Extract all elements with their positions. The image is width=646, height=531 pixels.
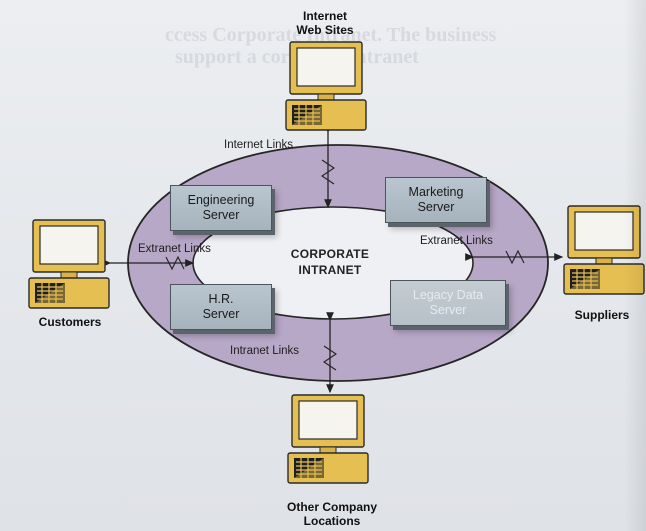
customers-computer-icon [28, 219, 110, 309]
corporate-intranet-title: CORPORATE INTRANET [268, 246, 392, 278]
page-edge-shadow [624, 0, 646, 531]
intranet-links-label: Intranet Links [230, 345, 300, 357]
customers-caption-line-1: Customers [38, 315, 102, 329]
other-locations-caption: Other Company Locations [262, 500, 402, 528]
marketing-server-line-2: Server [417, 200, 455, 214]
engineering-server-line-1: Engineering [187, 193, 255, 207]
corporate-intranet-line-2: INTRANET [298, 263, 362, 277]
extranet-links-left-label: Extranet Links [138, 243, 211, 255]
legacy-data-server-line-1: Legacy Data [412, 288, 484, 302]
internet-computer-icon [285, 41, 367, 131]
bleed-through-line-1: ccess Corporate Intranet. The business [165, 24, 497, 46]
hr-server-line-2: Server [202, 307, 240, 321]
customers-caption: Customers [20, 315, 120, 329]
suppliers-caption: Suppliers [560, 308, 644, 322]
legacy-data-server: Legacy Data Server [390, 280, 506, 326]
internet-caption: Internet Web Sites [270, 9, 380, 37]
marketing-server: Marketing Server [385, 177, 487, 223]
internet-links-label: Internet Links [224, 139, 294, 151]
engineering-server-line-2: Server [202, 208, 240, 222]
internet-caption-line-1: Internet [302, 9, 347, 23]
extranet-links-right-label: Extranet Links [420, 235, 493, 247]
engineering-server: Engineering Server [170, 185, 272, 231]
other-locations-caption-line-1: Other Company [286, 500, 377, 514]
other-locations-computer-icon [287, 394, 369, 484]
hr-server: H.R. Server [170, 284, 272, 330]
suppliers-caption-line-1: Suppliers [574, 308, 630, 322]
internet-caption-line-2: Web Sites [296, 23, 354, 37]
corporate-intranet-line-1: CORPORATE [290, 247, 370, 261]
hr-server-line-1: H.R. [208, 292, 234, 306]
legacy-data-server-line-2: Server [429, 303, 467, 317]
other-locations-caption-line-2: Locations [303, 514, 361, 528]
marketing-server-line-1: Marketing [408, 185, 464, 199]
